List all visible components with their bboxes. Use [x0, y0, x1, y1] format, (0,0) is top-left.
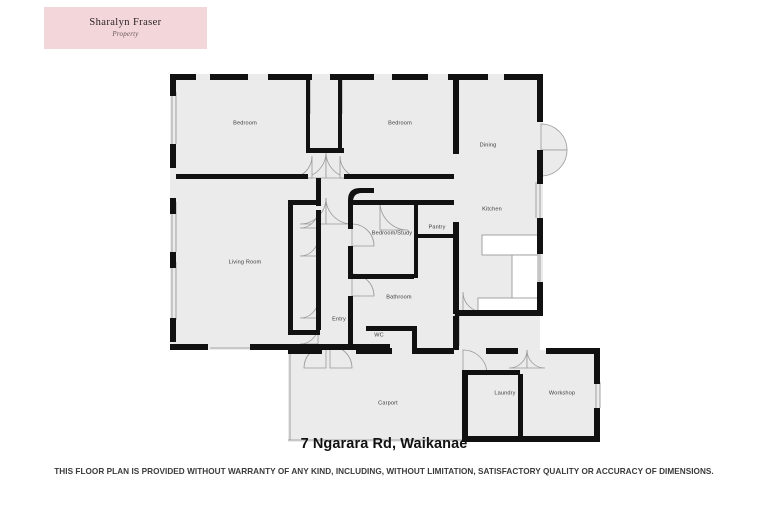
- floor-plan-drawing: Bedroom Bedroom Dining Kitchen Pantry Be…: [170, 74, 601, 442]
- room-label-living-room: Living Room: [229, 259, 262, 265]
- door-arc-workshop-b: [526, 349, 546, 369]
- room-fills: [170, 74, 600, 442]
- room-label-laundry: Laundry: [494, 390, 515, 396]
- room-label-kitchen: Kitchen: [482, 206, 502, 212]
- window-lines: [171, 76, 601, 441]
- room-label-entry: Entry: [332, 316, 346, 322]
- agency-logo-block: Sharalyn Fraser Property: [44, 7, 207, 49]
- door-arc-bedroom-study: [379, 201, 409, 231]
- room-labels: Bedroom Bedroom Dining Kitchen Pantry Be…: [229, 120, 575, 406]
- room-label-bedroom-2: Bedroom: [388, 120, 412, 126]
- room-label-bedroom-study: Bedroom/Study: [372, 230, 413, 236]
- agency-name: Sharalyn Fraser: [89, 16, 162, 28]
- agency-tagline: Property: [112, 30, 139, 39]
- room-label-bedroom-1: Bedroom: [233, 120, 257, 126]
- room-label-pantry: Pantry: [428, 224, 445, 230]
- disclaimer-text: THIS FLOOR PLAN IS PROVIDED WITHOUT WARR…: [54, 467, 714, 476]
- room-label-carport: Carport: [378, 400, 398, 406]
- page-title: 7 Ngarara Rd, Waikanae: [300, 436, 468, 452]
- room-label-dining: Dining: [480, 142, 497, 148]
- room-label-workshop: Workshop: [549, 390, 575, 396]
- door-arc-dining-1: [540, 123, 568, 151]
- walls: [170, 74, 600, 442]
- room-label-wc: WC: [374, 332, 384, 338]
- door-arc-dining-2: [540, 149, 568, 177]
- room-label-bathroom: Bathroom: [386, 294, 412, 300]
- door-arc-study-a: [351, 223, 375, 247]
- floor-plan-container: Bedroom Bedroom Dining Kitchen Pantry Be…: [0, 52, 768, 452]
